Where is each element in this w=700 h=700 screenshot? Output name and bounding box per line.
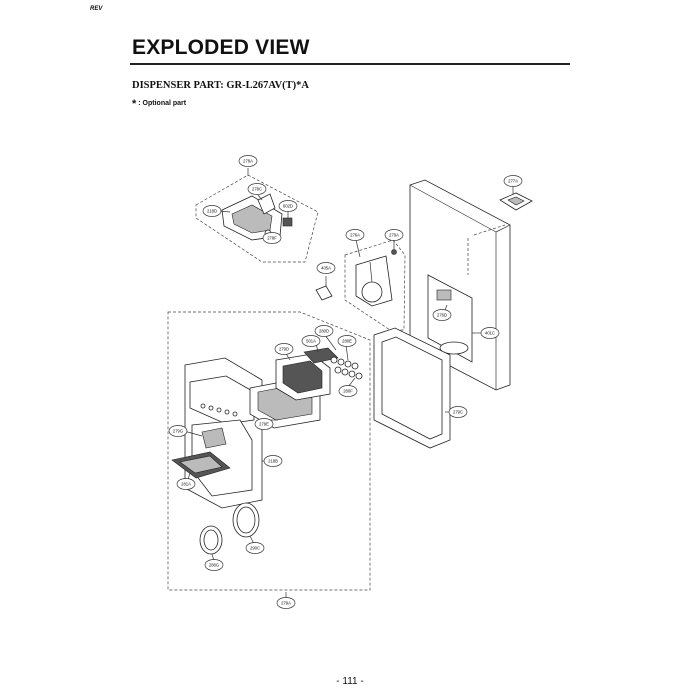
callout-label: 278F — [267, 236, 277, 241]
recess-switch-part — [436, 289, 452, 301]
callout-288g: 288G — [204, 559, 224, 571]
callout-278a: 278A — [238, 155, 258, 167]
display-pcb-screen — [282, 360, 323, 394]
revision-mark: REV — [90, 6, 103, 12]
gasket-frame-inner — [381, 336, 443, 440]
callout-279a-top: 279A — [384, 229, 404, 241]
bracket-inner-part — [231, 204, 273, 234]
motor-wire — [369, 261, 373, 283]
front-assembly-group-outline — [167, 311, 371, 591]
callout-218b: 218B — [263, 455, 283, 467]
callout-label: 280D — [319, 329, 329, 334]
cover-button-row — [200, 403, 238, 417]
callout-279c: 279C — [448, 406, 468, 418]
button-keys-part — [330, 356, 363, 380]
callout-label: 279C — [453, 410, 463, 415]
callout-405a: 405A — [316, 262, 336, 274]
callout-label: 401C — [485, 331, 495, 336]
door-edge-line — [495, 224, 511, 233]
callout-label: 501A — [306, 339, 316, 344]
callout-label: 279G — [173, 429, 183, 434]
callout-602d: 602D — [278, 200, 298, 212]
recess-basin — [439, 341, 469, 355]
pcb-module-part — [303, 347, 339, 364]
callout-281a: 281A — [176, 478, 196, 490]
optional-part-text: : Optional part — [138, 100, 187, 107]
callout-279e: 279E — [254, 418, 274, 430]
callout-280e: 280E — [337, 335, 357, 347]
callout-label: 218B — [268, 459, 278, 464]
callout-label: 405A — [321, 266, 331, 271]
callout-label: 277A — [508, 179, 518, 184]
callout-280f: 280F — [338, 385, 358, 397]
callout-279d: 279D — [274, 343, 294, 355]
callout-label: 278A — [243, 159, 253, 164]
cover-display-window — [189, 375, 255, 425]
callout-label: 279A — [389, 233, 399, 238]
callout-label: 278C — [252, 187, 262, 192]
solenoid-part — [315, 285, 333, 301]
lens-ring-inner — [236, 506, 256, 534]
callout-label: 281A — [181, 482, 191, 487]
callout-401c: 401C — [480, 327, 500, 339]
callout-label: 276A — [350, 233, 360, 238]
dispenser-lever-part — [201, 427, 227, 449]
callout-290c: 290C — [245, 542, 265, 554]
callout-280d: 280D — [314, 325, 334, 337]
callout-276a: 276A — [345, 229, 365, 241]
door-edge-line — [409, 184, 497, 233]
callout-279a-bottom: 279A — [276, 597, 296, 609]
page-number: - 111 - — [336, 676, 364, 687]
callout-218d: 218D — [202, 205, 222, 217]
optional-star-symbol: * — [132, 98, 137, 110]
drip-tray-grill — [179, 455, 223, 474]
callout-279g: 279G — [168, 425, 188, 437]
callout-277a: 277A — [503, 175, 523, 187]
callout-label: 280E — [342, 339, 352, 344]
callout-label: 218D — [207, 209, 217, 214]
small-screw-part — [391, 249, 397, 255]
switch-part — [282, 217, 293, 227]
dispenser-part-subtitle: DISPENSER PART: GR-L267AV(T)*A — [132, 80, 309, 91]
callout-label: 279E — [259, 422, 269, 427]
callout-label: 279D — [279, 347, 289, 352]
title-underline — [130, 63, 570, 65]
lamp-cover-inner — [203, 529, 219, 551]
callout-label: 290C — [250, 546, 260, 551]
callout-label: 288G — [209, 563, 219, 568]
callout-label: 280F — [343, 389, 353, 394]
callout-label: 279A — [281, 601, 291, 606]
callout-278f: 278F — [262, 232, 282, 244]
callout-278c: 278C — [247, 183, 267, 195]
lever-part — [257, 193, 276, 215]
callout-label: 276D — [437, 313, 447, 318]
callout-276d: 276D — [432, 309, 452, 321]
callout-501a: 501A — [301, 335, 321, 347]
optional-part-note: *: Optional part — [132, 98, 186, 110]
callout-label: 602D — [283, 204, 293, 209]
funnel-inner — [507, 196, 525, 206]
page-title: EXPLODED VIEW — [132, 36, 310, 59]
leader-line — [473, 224, 506, 236]
motor-part — [361, 281, 383, 303]
